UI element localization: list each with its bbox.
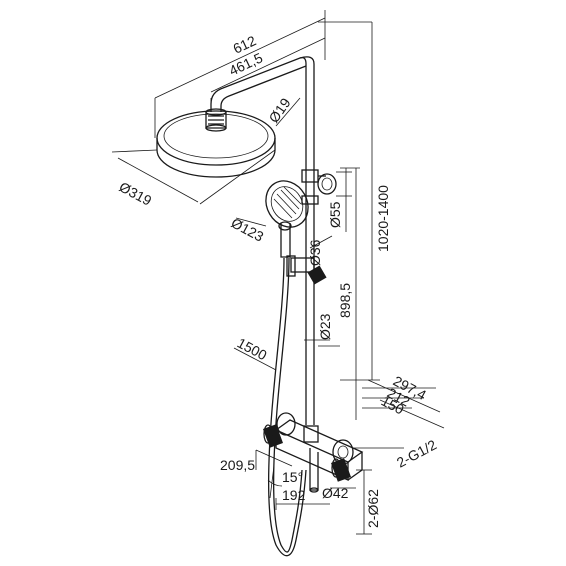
dim-flange-diameter: 2-Ø62 [365,489,381,528]
dim-connection-thread: 2-G1/2 [394,436,439,470]
wall-bracket [301,169,337,205]
hand-shower [265,180,309,258]
dim-mixer-width: 192 [282,487,306,503]
dim-rail-height: 898,5 [337,283,353,318]
shower-hose [268,257,307,557]
overhead-shower-head [156,110,276,178]
dim-angle: 15° [282,469,303,485]
dim-hose-length: 1500 [235,335,270,364]
wall-flanges [276,412,354,465]
dim-cap-diameter: Ø42 [322,485,349,501]
dim-mixer-height: 209,5 [220,457,255,473]
shower-arm [210,56,315,170]
dim-rail-diameter: Ø23 [317,313,333,340]
riser-pipe [305,170,315,425]
dim-height-range: 1020-1400 [375,185,391,252]
slider-holder [286,255,327,285]
dimension-labels: 612 461,5 Ø19 Ø319 1020-1400 Ø55 Ø123 Ø3… [117,32,440,528]
dim-hand-shower-diameter: Ø123 [229,215,267,245]
dim-holder-diameter: Ø55 [327,201,343,228]
shower-head-connector [205,108,227,132]
dim-head-diameter: Ø319 [117,179,155,209]
dim-handle-diameter: Ø36 [307,239,323,266]
dimension-lines [111,10,445,535]
